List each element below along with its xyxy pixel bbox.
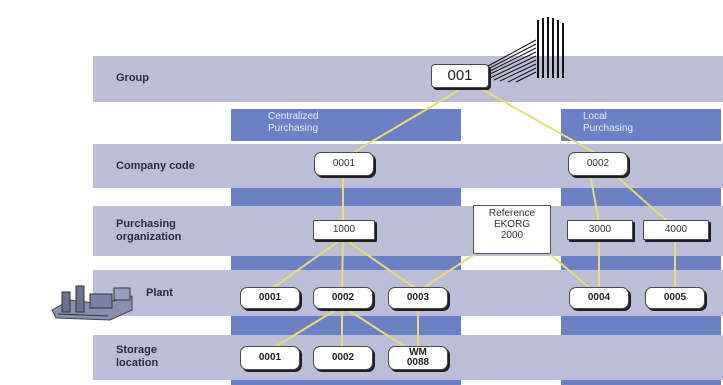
plant-node: 0004 bbox=[569, 287, 629, 309]
storage-location-node: 0001 bbox=[240, 346, 300, 370]
row-label-company-code: Company code bbox=[116, 160, 195, 172]
company-code-node: 0001 bbox=[314, 152, 374, 176]
centralized-column-header bbox=[231, 109, 461, 141]
local-column-seg bbox=[561, 316, 721, 335]
factory-icon bbox=[51, 285, 133, 321]
group-band bbox=[93, 56, 723, 102]
plant-node: 0005 bbox=[645, 287, 705, 309]
plant-node: 0001 bbox=[240, 287, 300, 309]
building-icon bbox=[487, 17, 564, 83]
centralized-column-seg bbox=[231, 256, 461, 270]
local-column-header bbox=[561, 109, 721, 141]
row-label-group: Group bbox=[116, 72, 149, 84]
purchasing-org-node: 3000 bbox=[567, 220, 633, 240]
wm-storage-node: WM 0088 bbox=[388, 346, 448, 370]
company-code-node: 0002 bbox=[568, 152, 628, 176]
storage-location-node: 0002 bbox=[313, 346, 373, 370]
centralized-column-seg bbox=[231, 380, 461, 385]
local-column-seg bbox=[561, 256, 721, 270]
plant-node: 0003 bbox=[388, 287, 448, 309]
reference-ekorg-node: Reference EKORG 2000 bbox=[473, 205, 551, 254]
centralized-column-seg bbox=[231, 188, 461, 206]
group-node-001: 001 bbox=[431, 64, 489, 88]
purchasing-org-node: 4000 bbox=[643, 220, 709, 240]
local-column-seg bbox=[561, 380, 721, 385]
purchasing-org-node: 1000 bbox=[313, 220, 375, 240]
plant-node: 0002 bbox=[313, 287, 373, 309]
row-label-plant: Plant bbox=[146, 287, 173, 299]
centralized-column-seg bbox=[231, 316, 461, 335]
